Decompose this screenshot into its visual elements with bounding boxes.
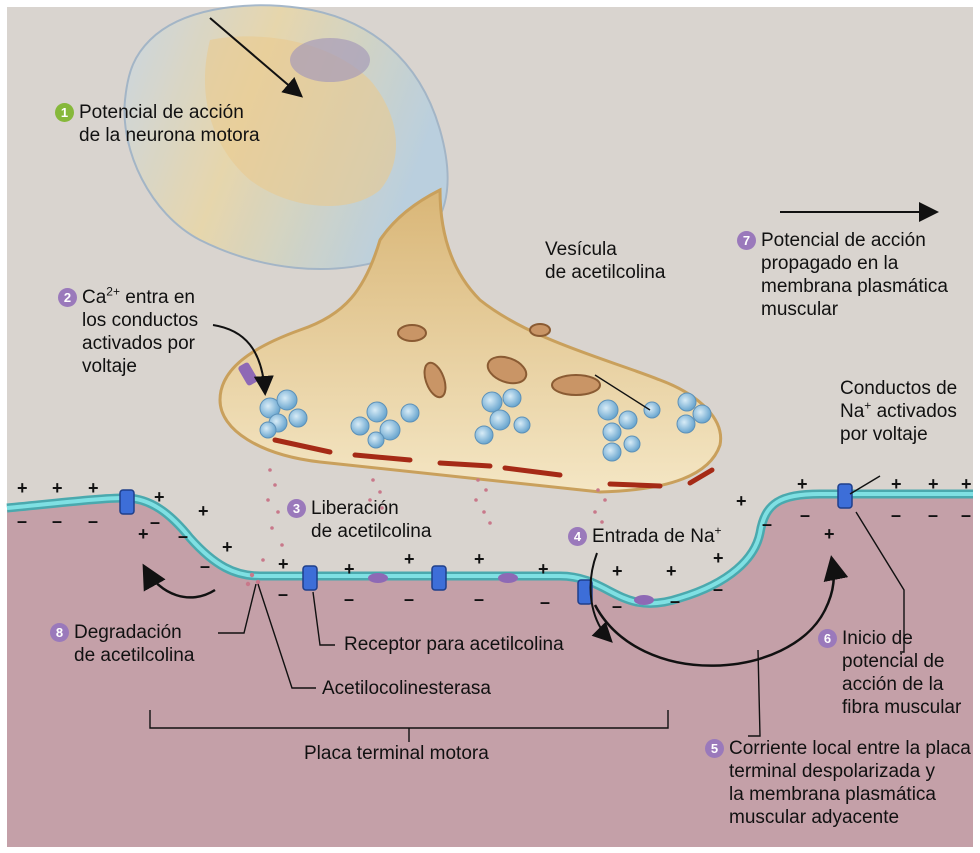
plus-sign: + (344, 560, 355, 578)
step6-line2: potencial de (818, 650, 961, 673)
step2-post: entra en (120, 287, 195, 308)
step3-line2: de acetilcolina (287, 520, 431, 543)
step7-line3: membrana plasmática (737, 275, 948, 298)
na-channels-line1: Conductos de (840, 377, 957, 400)
minus-sign: – (540, 593, 550, 611)
vesicle-line1: Vesícula (545, 238, 665, 261)
step6-line1: Inicio de (842, 628, 913, 649)
step3-badge: 3 (287, 499, 306, 518)
label-acetylcholinesterase: Acetilocolinesterasa (322, 677, 491, 700)
plus-sign: + (736, 492, 747, 510)
plus-sign: + (404, 550, 415, 568)
na-channels-post: activados (871, 401, 957, 422)
step4-sup: + (715, 524, 722, 538)
plus-sign: + (278, 555, 289, 573)
label-step4-sodium-entry: 4 Entrada de Na+ (568, 525, 722, 548)
step1-line2: de la neurona motora (55, 124, 260, 147)
label-step6-muscle-action-potential-onset: 6 Inicio de potencial de acción de la fib… (818, 627, 961, 719)
plus-sign: + (797, 475, 808, 493)
step1-badge: 1 (55, 103, 74, 122)
step3-line1: Liberación (311, 498, 399, 519)
step2-line2: los conductos (58, 309, 198, 332)
step4-badge: 4 (568, 527, 587, 546)
label-step3-acetylcholine-release: 3 Liberación de acetilcolina (287, 497, 431, 543)
plus-sign: + (222, 538, 233, 556)
step7-line2: propagado en la (737, 252, 948, 275)
vesicle-line2: de acetilcolina (545, 261, 665, 284)
minus-sign: – (612, 597, 622, 615)
minus-sign: – (762, 515, 772, 533)
step2-sup: 2+ (106, 285, 120, 299)
plus-sign: + (824, 525, 835, 543)
plus-sign: + (961, 475, 972, 493)
minus-sign: – (52, 512, 62, 530)
schwann-cell-nucleus (290, 38, 370, 82)
na-channels-line3: por voltaje (840, 423, 957, 446)
minus-sign: – (961, 506, 971, 524)
step2-line3: activados por (58, 332, 198, 355)
plus-sign: + (891, 475, 902, 493)
plus-sign: + (713, 549, 724, 567)
step7-line4: muscular (737, 298, 948, 321)
step5-line2: terminal despolarizada y (705, 760, 971, 783)
plus-sign: + (612, 562, 623, 580)
label-acetylcholine-vesicle: Vesícula de acetilcolina (545, 238, 665, 284)
plus-sign: + (928, 475, 939, 493)
minus-sign: – (200, 557, 210, 575)
minus-sign: – (800, 506, 810, 524)
step5-line3: la membrana plasmática (705, 783, 971, 806)
step5-badge: 5 (705, 739, 724, 758)
minus-sign: – (17, 512, 27, 530)
plus-sign: + (154, 488, 165, 506)
step6-badge: 6 (818, 629, 837, 648)
step6-line3: acción de la (818, 673, 961, 696)
step6-line4: fibra muscular (818, 696, 961, 719)
minus-sign: – (713, 580, 723, 598)
label-step7-propagated-action-potential: 7 Potencial de acción propagado en la mem… (737, 229, 948, 321)
minus-sign: – (891, 506, 901, 524)
label-step1-motor-neuron-action-potential: 1 Potencial de acción de la neurona motor… (55, 101, 260, 147)
plus-sign: + (474, 550, 485, 568)
step8-line1: Degradación (74, 622, 182, 643)
minus-sign: – (404, 590, 414, 608)
plus-sign: + (666, 562, 677, 580)
minus-sign: – (88, 512, 98, 530)
step4-text: Entrada de Na (592, 526, 715, 547)
label-motor-end-plate: Placa terminal motora (304, 742, 489, 765)
step2-ca: Ca (82, 287, 106, 308)
minus-sign: – (474, 590, 484, 608)
minus-sign: – (344, 590, 354, 608)
step2-badge: 2 (58, 288, 77, 307)
label-acetylcholine-receptor: Receptor para acetilcolina (344, 633, 564, 656)
plus-sign: + (538, 560, 549, 578)
minus-sign: – (278, 585, 288, 603)
step8-line2: de acetilcolina (50, 644, 194, 667)
minus-sign: – (670, 592, 680, 610)
plus-sign: + (88, 479, 99, 497)
label-step2-calcium-entry: 2 Ca2+ entra en los conductos activados p… (58, 286, 198, 378)
step8-badge: 8 (50, 623, 69, 642)
step1-line1: Potencial de acción (79, 102, 244, 123)
step7-badge: 7 (737, 231, 756, 250)
minus-sign: – (928, 506, 938, 524)
label-step8-acetylcholine-degradation: 8 Degradación de acetilcolina (50, 621, 194, 667)
minus-sign: – (178, 527, 188, 545)
na-channels-na: Na (840, 401, 864, 422)
label-step5-local-current: 5 Corriente local entre la placa terminal… (705, 737, 971, 829)
step7-line1: Potencial de acción (761, 230, 926, 251)
label-voltage-gated-sodium-channels: Conductos de Na+ activados por voltaje (840, 377, 957, 446)
plus-sign: + (52, 479, 63, 497)
plus-sign: + (17, 479, 28, 497)
minus-sign: – (150, 513, 160, 531)
step5-line1: Corriente local entre la placa (729, 738, 971, 759)
step2-line4: voltaje (58, 355, 198, 378)
plus-sign: + (138, 525, 149, 543)
plus-sign: + (198, 502, 209, 520)
step5-line4: muscular adyacente (705, 806, 971, 829)
